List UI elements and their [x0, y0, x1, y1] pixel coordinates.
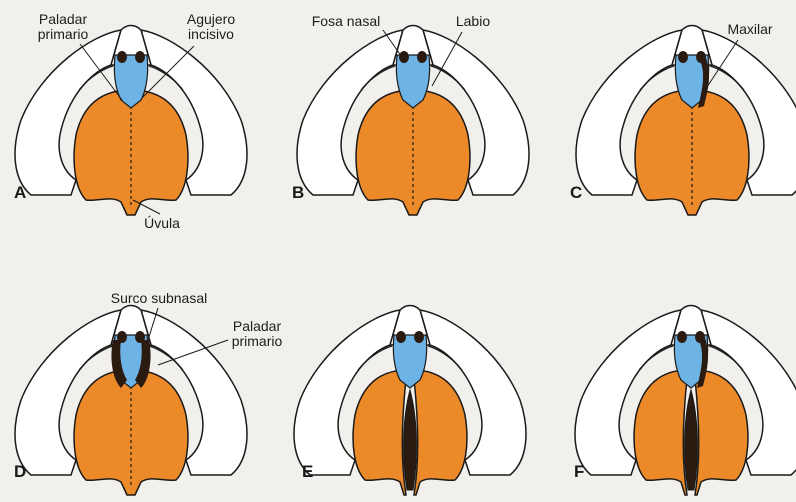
panel-f	[575, 306, 796, 496]
label-agujero-incisivo: Agujero incisivo	[176, 12, 246, 42]
right-palatal-shelf	[694, 370, 748, 495]
label-maxilar: Maxilar	[720, 22, 780, 37]
label-paladar-primario-a: Paladar primario	[32, 12, 94, 42]
panel-letter-f: F	[574, 462, 584, 482]
palatal-cleft	[404, 390, 417, 490]
left-palatal-shelf	[634, 370, 688, 495]
left-nasal-pit	[677, 331, 687, 343]
panel-c	[576, 26, 796, 216]
label-surco-subnasal: Surco subnasal	[104, 291, 214, 306]
right-nasal-pit	[417, 51, 427, 63]
left-nasal-pit	[396, 331, 406, 343]
label-paladar-primario-d: Paladar primario	[222, 319, 292, 349]
panel-letter-d: D	[14, 462, 26, 482]
panel-letter-e: E	[302, 462, 313, 482]
panel-e	[294, 306, 526, 496]
left-nasal-pit	[678, 51, 688, 63]
panel-d	[15, 306, 247, 496]
right-nasal-pit	[135, 51, 145, 63]
label-uvula: Úvula	[136, 216, 188, 231]
panel-letter-b: B	[292, 183, 304, 203]
left-palatal-shelf	[353, 370, 407, 495]
right-palatal-shelf	[413, 370, 467, 495]
panel-a	[15, 26, 247, 216]
panel-letter-c: C	[570, 183, 582, 203]
right-nasal-pit	[414, 331, 424, 343]
left-nasal-pit	[399, 51, 409, 63]
label-fosa-nasal: Fosa nasal	[306, 14, 386, 29]
label-labio: Labio	[450, 14, 496, 29]
panel-b	[297, 26, 529, 216]
palatal-cleft	[685, 390, 698, 490]
left-nasal-pit	[117, 51, 127, 63]
panel-letter-a: A	[14, 183, 26, 203]
